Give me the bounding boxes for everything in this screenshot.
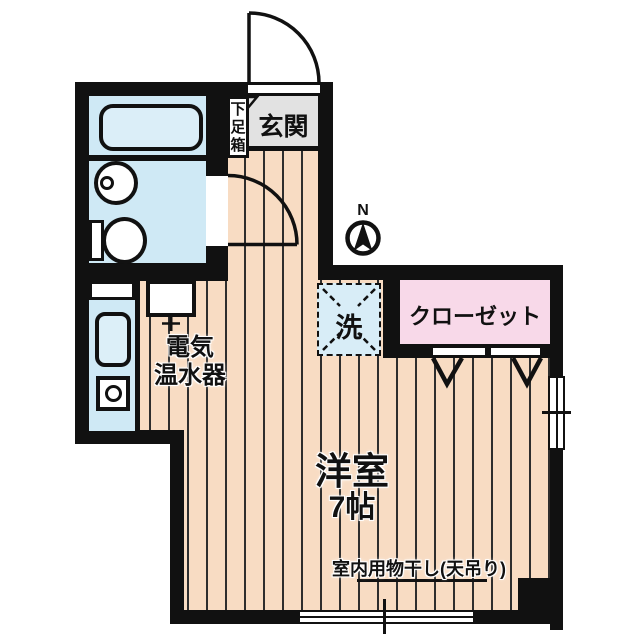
outside-bottom <box>0 624 640 640</box>
wall-main-top <box>333 265 563 280</box>
shoe-box-label: 下足箱 <box>230 101 246 154</box>
entrance-door-opening <box>248 82 320 96</box>
stove <box>96 376 130 411</box>
water-heater-label-line2: 温水器 <box>154 362 226 389</box>
closet-door-panel-left <box>431 346 487 357</box>
wall-lower-left-vertical <box>170 430 184 624</box>
window-bottom-mullion <box>300 616 473 618</box>
outside-right <box>563 82 640 640</box>
shoe-box: 下足箱 <box>227 96 249 158</box>
bathroom-door-opening <box>206 176 228 246</box>
entrance-step-edge <box>249 146 318 151</box>
wall-closet-left <box>383 279 400 358</box>
entrance-floor <box>249 96 318 146</box>
wall-kitchen-edge <box>135 281 140 431</box>
closet-door-panel-right <box>489 346 542 357</box>
wall-lower-left-horizontal <box>75 430 184 444</box>
room-name-label: 洋室 <box>315 451 389 492</box>
drying-note-label: 室内用物干し(天吊り) <box>332 559 506 579</box>
closet-floor <box>400 280 550 344</box>
compass-north-label: N <box>357 202 369 219</box>
window-bottom <box>298 610 475 624</box>
washer-label: 洗 <box>335 313 363 343</box>
bathtub <box>99 104 203 151</box>
wall-corner-bottom-right <box>518 578 563 624</box>
sink-faucet <box>100 176 114 190</box>
water-heater-unit <box>146 280 196 317</box>
window-right-mullion <box>555 378 558 448</box>
kitchen-counter <box>89 281 135 300</box>
entrance-label: 玄関 <box>258 113 309 141</box>
drying-note-underline <box>357 579 487 582</box>
bathroom-divider <box>89 155 206 161</box>
stove-burner <box>105 385 122 402</box>
outside-bottom-left <box>0 444 170 640</box>
water-heater-label-line1: 電気 <box>166 334 214 361</box>
closet-label: クローゼット <box>408 304 541 329</box>
room-size-label: 7帖 <box>328 491 376 524</box>
wall-bathroom-bottom <box>75 263 228 281</box>
kitchen-sink <box>95 312 131 367</box>
wall-entry-right <box>318 82 333 280</box>
toilet-bowl <box>102 217 147 264</box>
window-right <box>548 376 565 450</box>
